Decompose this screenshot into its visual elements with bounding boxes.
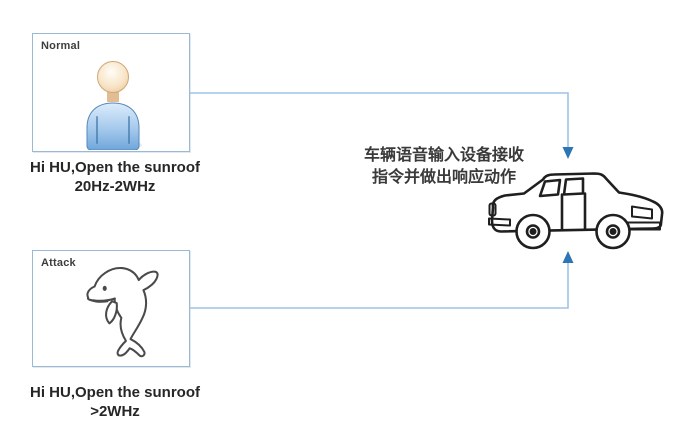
attack-caption: Hi HU,Open the sunroof >2WHz	[15, 383, 215, 421]
attack-to-car-connector	[190, 251, 574, 309]
vehicle-annotation-line1: 车辆语音输入设备接收	[363, 147, 524, 164]
normal-caption-line1: Hi HU,Open the sunroof	[30, 159, 200, 176]
car-icon	[486, 170, 666, 256]
attack-caption-line2: >2WHz	[90, 403, 140, 420]
attack-box-label: Attack	[41, 257, 76, 269]
vehicle-annotation: 车辆语音输入设备接收 指令并做出响应动作	[348, 145, 540, 189]
attack-source-box: Attack	[32, 250, 190, 367]
arrow-down-icon	[562, 147, 574, 159]
normal-caption: Hi HU,Open the sunroof 20Hz-2WHz	[15, 158, 215, 196]
normal-caption-line2: 20Hz-2WHz	[74, 178, 156, 195]
normal-box-label: Normal	[41, 40, 81, 52]
vehicle-annotation-line2: 指令并做出响应动作	[371, 169, 516, 186]
normal-source-box: Normal	[32, 33, 190, 152]
attack-caption-line1: Hi HU,Open the sunroof	[30, 384, 200, 401]
dolphin-icon	[77, 257, 173, 363]
user-icon	[81, 58, 145, 151]
